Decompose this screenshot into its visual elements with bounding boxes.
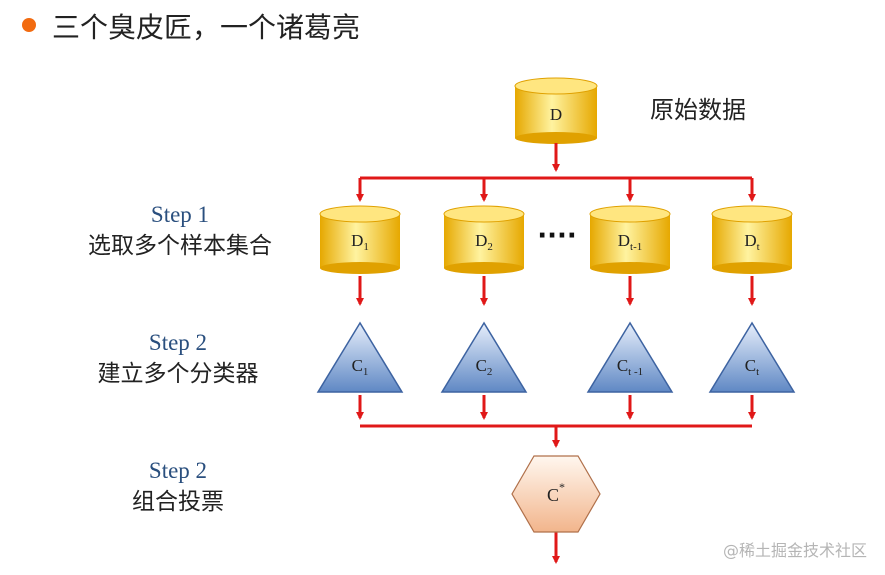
raw-data-label: 原始数据	[650, 96, 746, 124]
slide-title: 三个臭皮匠，一个诸葛亮	[52, 11, 361, 44]
step-3-desc: 组合投票	[132, 489, 224, 515]
dataset-cylinder-1: D1	[319, 205, 401, 274]
dataset-t-label: Dt	[744, 231, 759, 253]
merge-arrows	[356, 395, 756, 564]
classifier-triangle-t-1: Ct -1	[586, 321, 674, 393]
dataset-cylinder-t-1: Dt-1	[589, 205, 671, 274]
source-cylinder: D	[514, 77, 598, 144]
step-2-label: Step 2	[148, 330, 208, 355]
step-3-label: Step 2	[148, 458, 208, 483]
combined-classifier-hexagon: C*	[511, 455, 601, 533]
source-label: D	[550, 105, 562, 124]
ellipsis: ····	[537, 221, 577, 251]
classifier-triangle-2: C2	[440, 321, 528, 393]
dataset-1-label: D1	[351, 231, 369, 253]
classifier-2-label: C2	[476, 356, 493, 378]
step-2-desc: 建立多个分类器	[97, 361, 259, 387]
watermark: @稀土掘金技术社区	[722, 541, 867, 560]
step-2: Step 2 建立多个分类器	[58, 328, 298, 390]
dataset-cylinder-t: Dt	[711, 205, 793, 274]
step-1-desc: 选取多个样本集合	[88, 233, 272, 259]
classifier-triangle-1: C1	[316, 321, 404, 393]
classifier-t-label: Ct	[745, 356, 759, 378]
combined-label: C*	[547, 480, 565, 505]
title-bullet	[22, 18, 36, 32]
fan-out-arrows	[356, 143, 756, 202]
classifier-1-label: C1	[352, 356, 369, 378]
dataset-t-1-label: Dt-1	[618, 231, 643, 253]
dataset-cylinder-2: D2	[443, 205, 525, 274]
dataset-to-classifier-arrows	[356, 276, 756, 306]
dataset-2-label: D2	[475, 231, 493, 253]
classifier-t-1-label: Ct -1	[617, 356, 643, 378]
step-3: Step 2 组合投票	[58, 456, 298, 518]
step-1-label: Step 1	[150, 202, 210, 227]
classifier-triangle-t: Ct	[708, 321, 796, 393]
step-1: Step 1 选取多个样本集合	[60, 200, 300, 262]
